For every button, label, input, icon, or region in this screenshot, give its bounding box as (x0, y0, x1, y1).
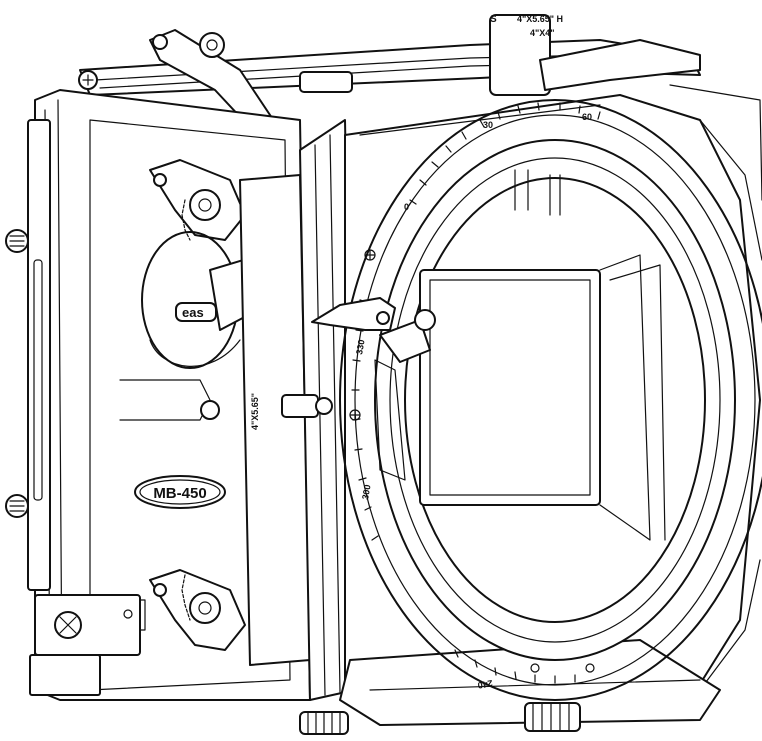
bottom-knobs (299, 702, 581, 735)
stage-label-s: S (490, 14, 497, 25)
top-center-knob-icon (299, 71, 353, 93)
top-knob-icon (199, 32, 225, 58)
scale-ticks (351, 102, 601, 684)
stage-knob-icon (281, 394, 319, 418)
rotating-ring-assembly: 0 30 60 330 300 240 (311, 84, 762, 726)
scale-label-30: 30 (483, 120, 493, 130)
stage-size-label-2: 4"X4" (530, 28, 555, 38)
brand-mark-text: eas (182, 305, 204, 320)
bottom-knob-right-icon (524, 702, 581, 732)
model-badge: MB-450 (134, 475, 226, 509)
scale-label-330: 330 (354, 339, 366, 356)
outer-graduated-ring (339, 99, 762, 701)
lower-latch (149, 569, 246, 651)
scale-label-240: 240 (477, 678, 494, 690)
stage-size-labels: S 4"X5.65" H 4"X4" (490, 14, 563, 38)
scale-labels: 0 30 60 330 300 240 (354, 112, 592, 690)
filter-stage: 4"X5.65" (239, 119, 356, 701)
upper-latch-knob-icon (189, 189, 221, 221)
side-size-label: 4"X5.65" (250, 393, 260, 430)
bottom-left-clamp (29, 594, 141, 696)
scale-label-300: 300 (360, 484, 372, 501)
brand-mark: eas (175, 302, 217, 322)
lens-opening (404, 177, 706, 623)
filter-frame (419, 269, 601, 506)
stage-label-tab (489, 14, 551, 96)
lower-latch-knob-icon (189, 592, 221, 624)
stage-size-label-1: 4"X5.65" H (517, 14, 563, 24)
model-badge-text: MB-450 (153, 485, 206, 502)
upper-latch (149, 159, 246, 241)
ring-lever (311, 297, 436, 481)
scale-label-0: 0 (404, 202, 409, 212)
scale-label-60: 60 (582, 112, 592, 122)
